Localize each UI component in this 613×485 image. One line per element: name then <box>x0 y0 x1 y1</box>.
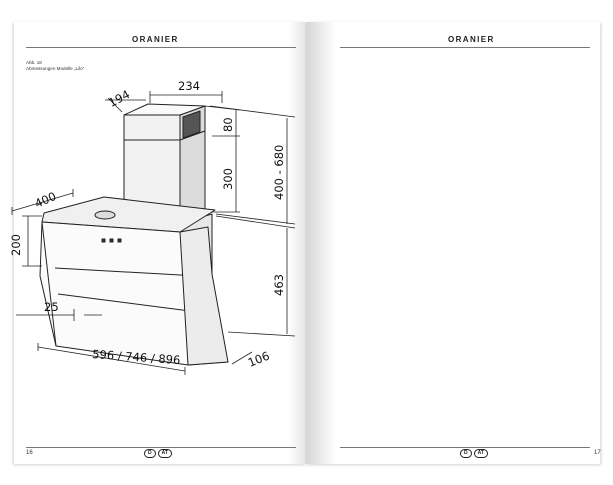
brand-logo-right: ORANIER <box>448 35 495 44</box>
header-rule-right <box>340 47 590 48</box>
control-button-3 <box>117 238 122 243</box>
brand-logo-left: ORANIER <box>132 35 179 44</box>
gutter-shadow-left <box>288 22 306 464</box>
page-number-left: 16 <box>26 450 33 456</box>
country-badge-d: D <box>460 449 472 458</box>
right-page: ORANIER 17 D AT <box>306 22 601 464</box>
dim-chimney-top: 80 <box>221 117 235 132</box>
dim-body-height: 463 <box>272 274 286 296</box>
dim-chimney-width: 234 <box>178 79 200 93</box>
country-badge-at: AT <box>473 449 488 458</box>
hood-side-edge <box>179 226 229 366</box>
chimney-vent <box>182 110 201 139</box>
control-button-1 <box>101 238 106 243</box>
header-rule-left <box>26 47 296 48</box>
dim-panel-offset: 200 <box>9 234 23 256</box>
figure-number: Abb. 18 <box>26 60 42 65</box>
dim-hood-depth: 400 <box>33 189 59 211</box>
dim-edge-gap: 25 <box>44 300 59 314</box>
footer-rule-right <box>340 447 590 448</box>
dim-chimney-depth: 194 <box>106 87 132 110</box>
dim-base-depth: 106 <box>246 349 272 370</box>
country-badges-right: D AT <box>460 449 488 458</box>
hood-top <box>41 196 216 233</box>
page-number-right: 17 <box>594 450 601 456</box>
dim-chimney-range: 400 - 680 <box>272 145 286 200</box>
gutter-shadow-right <box>306 22 336 464</box>
footer-rule-left <box>26 447 296 448</box>
figure-caption: Abmessungen Modelle „Lilo“ <box>26 66 85 71</box>
country-badges-left: D AT <box>144 449 172 458</box>
country-badge-d: D <box>144 449 156 458</box>
dim-chimney-height: 300 <box>221 168 235 190</box>
control-button-2 <box>109 238 114 243</box>
country-badge-at: AT <box>157 449 172 458</box>
dim-widths: 596 / 746 / 896 <box>92 347 181 367</box>
dimension-labels: 194 234 80 300 400 - 680 400 200 463 25 … <box>9 79 286 370</box>
